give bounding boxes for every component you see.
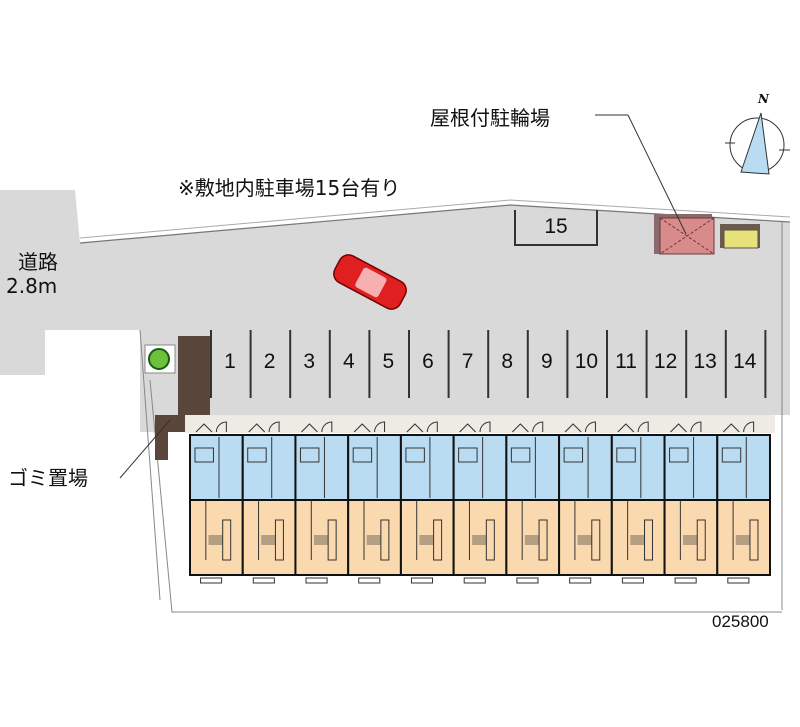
site-boundary-inner	[79, 199, 791, 239]
apartment-unit	[558, 421, 613, 584]
apartment-unit	[716, 421, 771, 584]
apartment-unit	[505, 421, 561, 584]
parking-space-12: 12	[653, 350, 678, 373]
parking-space-15: 15	[544, 215, 568, 238]
tree-icon	[148, 348, 170, 370]
parking-dividers	[210, 330, 767, 398]
parking-note: ※敷地内駐車場15台有り	[178, 176, 401, 200]
compass-north-label: N	[758, 92, 769, 106]
road-width-label: 2.8m	[6, 274, 58, 298]
garbage-leader-line	[119, 419, 171, 479]
compass-icon	[725, 112, 790, 175]
parking-space-9: 9	[540, 350, 553, 373]
bicycle-shed-icon	[654, 214, 760, 255]
parking-space-7: 7	[461, 350, 474, 373]
apartment-unit	[347, 421, 402, 584]
parking-space-11: 11	[615, 350, 637, 373]
apartment-unit	[294, 421, 350, 584]
parking-space-1: 1	[224, 350, 236, 373]
garbage-area-label: ゴミ置場	[8, 466, 88, 490]
apartment-unit	[452, 421, 508, 584]
apartment-unit	[610, 421, 666, 584]
apartment-unit	[399, 421, 455, 584]
walkway	[185, 415, 775, 433]
building	[189, 421, 771, 584]
parking-space-15-box	[514, 210, 598, 246]
parking-lot	[80, 205, 790, 432]
apartment-unit	[241, 421, 297, 584]
parking-space-8: 8	[501, 350, 514, 373]
parking-space-6: 6	[422, 350, 434, 373]
road	[0, 190, 80, 375]
parking-space-2: 2	[263, 350, 276, 373]
property-code: 025800	[712, 612, 769, 631]
garbage-area	[155, 336, 210, 460]
site-boundary-west	[139, 329, 161, 601]
parking-space-13: 13	[693, 350, 717, 373]
parking-space-3: 3	[303, 350, 316, 373]
bicycle-leader-line-2	[627, 114, 687, 235]
bicycle-parking-label: 屋根付駐輪場	[430, 106, 550, 130]
parking-space-10: 10	[574, 350, 599, 373]
apartment-unit	[189, 421, 244, 584]
apartment-unit	[663, 421, 719, 584]
parking-space-14: 14	[733, 350, 757, 373]
parking-space-5: 5	[382, 350, 395, 373]
car-icon	[333, 254, 407, 310]
parking-space-4: 4	[342, 350, 355, 373]
road-label: 道路	[18, 250, 58, 274]
